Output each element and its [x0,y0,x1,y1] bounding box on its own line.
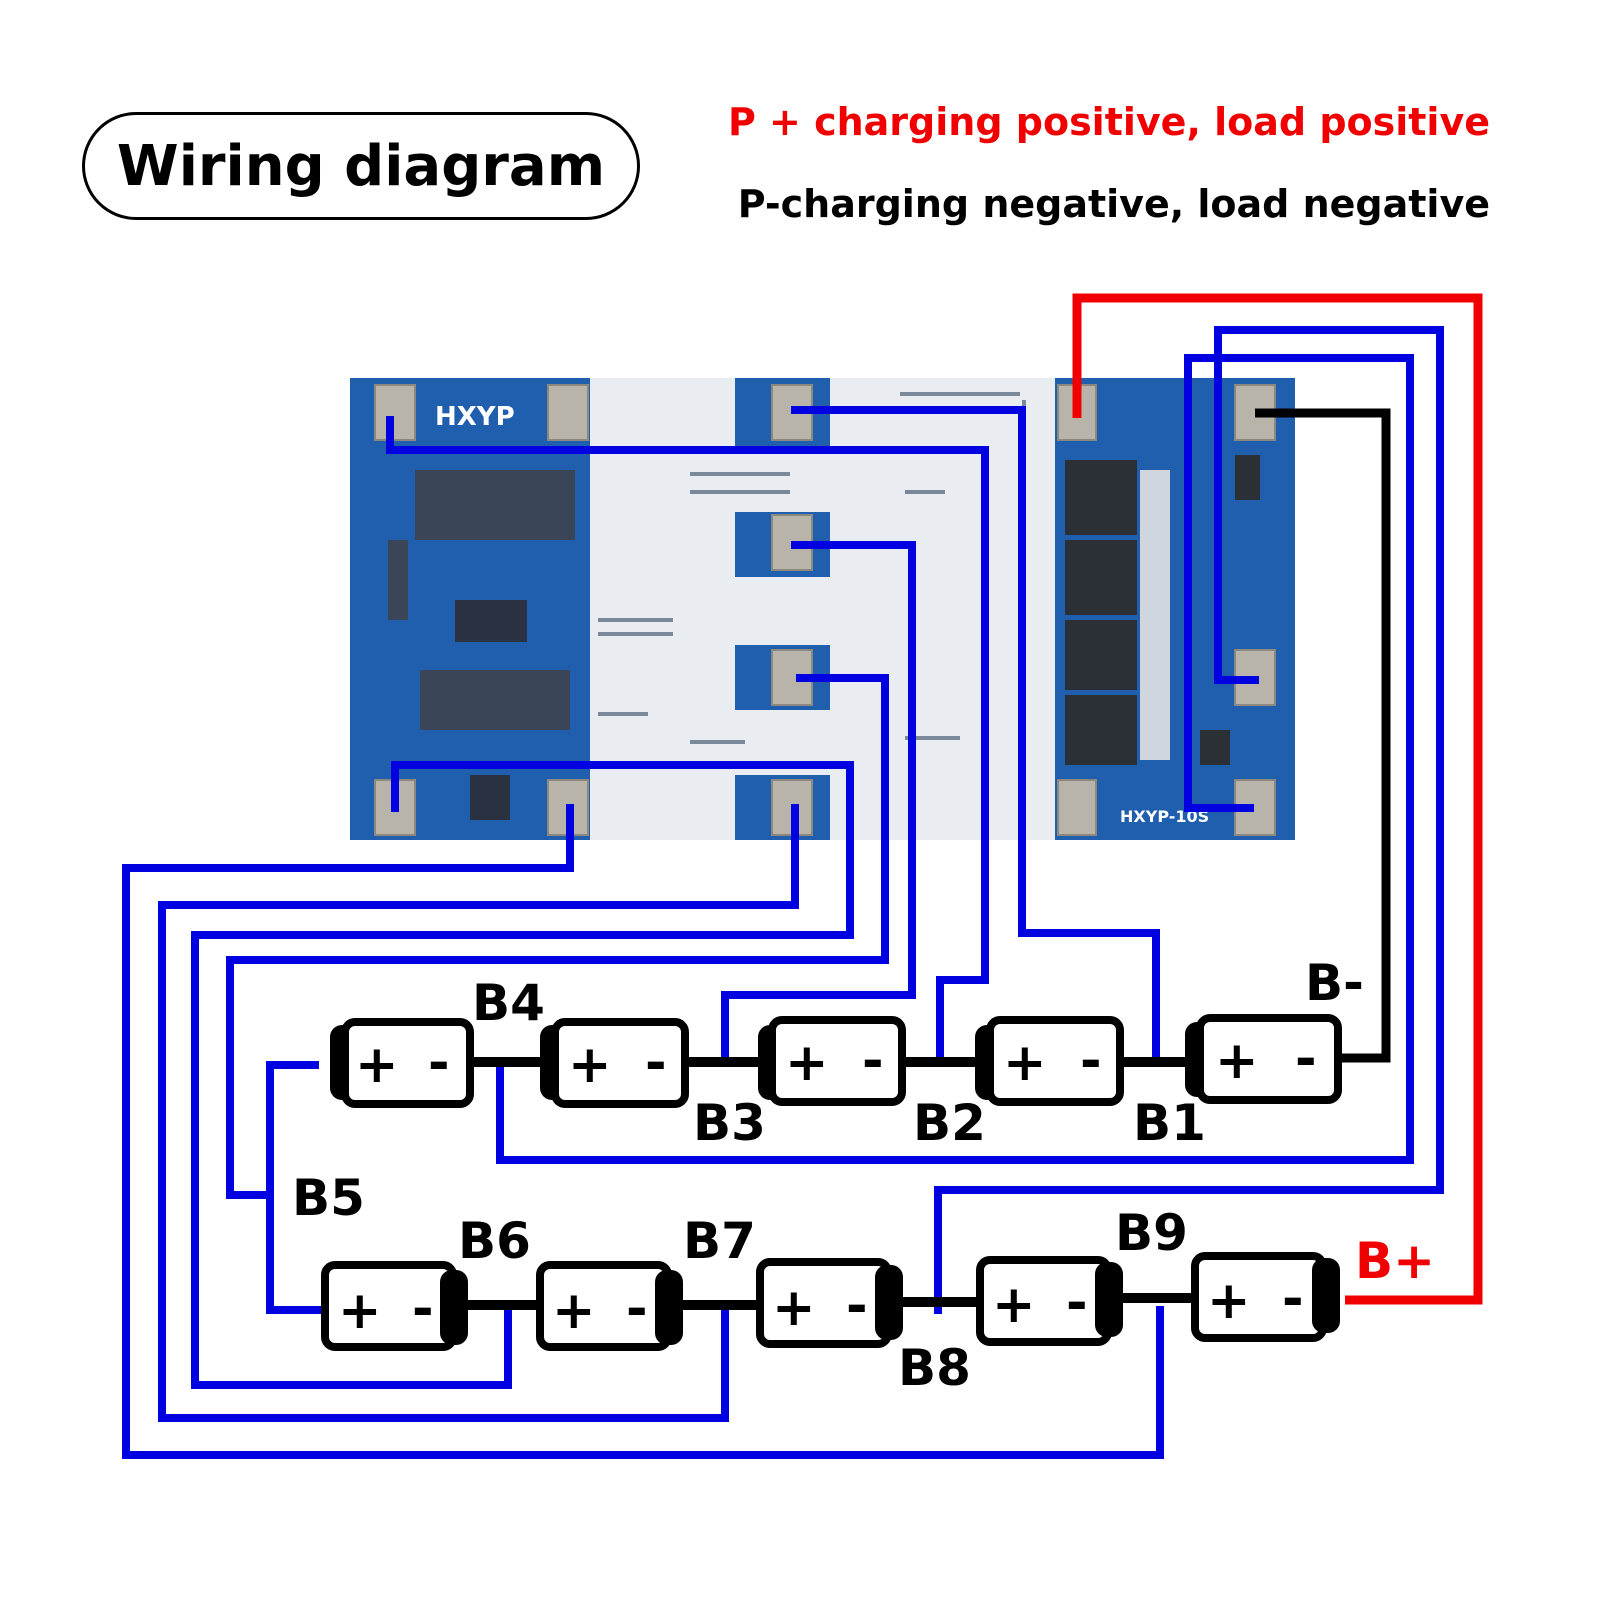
svg-text:-: - [428,1033,450,1093]
wire-b9 [122,804,1164,1459]
svg-text:-: - [412,1279,434,1339]
cell-row2-1: + - [321,1261,468,1351]
wire-p-minus [1255,408,1391,1063]
svg-text:-: - [1066,1273,1088,1333]
wire-b4 [496,354,1414,1164]
wire-b6 [191,761,854,1389]
node-labels: B- B4 B3 B2 B1 B5 B6 B7 B8 B9 B+ [292,954,1435,1397]
svg-text:+: + [785,1033,829,1093]
svg-text:+: + [992,1275,1036,1335]
label-b8: B8 [898,1339,971,1397]
svg-text:-: - [645,1033,667,1093]
wire-b5 [226,674,889,1199]
label-b5: B5 [292,1169,365,1227]
label-b7: B7 [683,1212,756,1270]
wire-b1 [791,406,1160,1059]
board-brand: HXYP [435,402,515,432]
battery-row-top: + - + - + - + - + - [330,1014,1342,1108]
cell-row1-3: + - [758,1016,906,1106]
svg-text:+: + [1003,1033,1047,1093]
label-b1: B1 [1133,1094,1206,1152]
svg-text:-: - [1080,1031,1102,1091]
pcb-mosfets [1065,455,1260,765]
svg-text:+: + [338,1281,382,1341]
cell-row1-1: + - [330,1018,474,1108]
svg-text:+: + [552,1281,596,1341]
label-b2: B2 [913,1094,986,1152]
cell-row1-2: + - [540,1018,689,1108]
page-title: Wiring diagram [116,133,606,199]
pad-b4 [1234,779,1276,836]
cell-row2-3: + - [756,1258,903,1348]
cell-row2-4: + - [976,1256,1123,1346]
wire-b5b [266,1191,324,1314]
wire-b3 [721,541,916,1059]
svg-text:+: + [568,1035,612,1095]
svg-text:+: + [772,1278,816,1338]
svg-text:-: - [846,1276,868,1336]
label-b-minus: B- [1305,954,1364,1012]
label-b4: B4 [472,974,545,1032]
pad-b10 [1057,779,1097,836]
battery-row-bottom: + - + - + - + - + - [321,1252,1340,1351]
cell-row2-5: + - [1191,1252,1340,1342]
title-box: Wiring diagram [82,112,640,220]
cell-row1-4: + - [975,1016,1124,1106]
pcb-components-left [388,470,575,820]
legend-positive: P + charging positive, load positive [727,100,1490,144]
legend-negative: P-charging negative, load negative [737,182,1490,226]
svg-text:-: - [626,1279,648,1339]
label-b6: B6 [458,1212,531,1270]
cell-row1-5: + - [1185,1014,1342,1104]
svg-text:-: - [1282,1269,1304,1329]
wire-b8 [934,326,1444,1314]
label-b3: B3 [693,1094,766,1152]
pad-b0 [374,384,416,441]
wire-b2 [386,416,989,1059]
svg-text:-: - [1295,1029,1317,1089]
balance-wires [122,326,1444,1459]
label-b9: B9 [1115,1204,1188,1262]
svg-text:+: + [1207,1271,1251,1331]
wire-p-plus [1072,293,1483,1305]
svg-text:+: + [1215,1031,1259,1091]
cell-row2-2: + - [536,1261,683,1351]
wire-b7 [158,804,799,1422]
svg-text:+: + [355,1035,399,1095]
label-b-plus: B+ [1355,1232,1435,1290]
svg-text:-: - [862,1031,884,1091]
pad-b9-1 [547,384,589,441]
